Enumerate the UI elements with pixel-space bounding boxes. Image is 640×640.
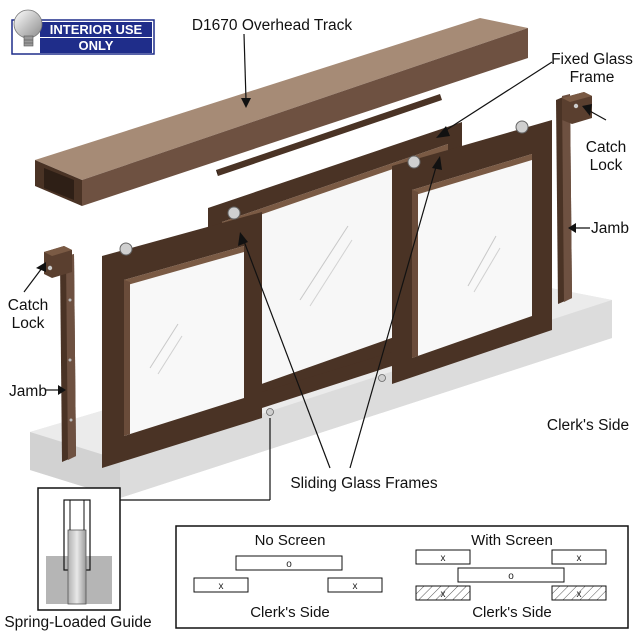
label-overhead-track: D1670 Overhead Track (192, 17, 353, 34)
catch-lock-left (44, 246, 72, 278)
overhead-track (35, 18, 528, 206)
roller-icon (407, 155, 421, 169)
sliding-frame-left (102, 206, 262, 468)
roller-icon (119, 242, 133, 256)
sliding-frame-right (392, 120, 552, 384)
bottom-sill-track (262, 352, 392, 416)
guide-bar (216, 94, 442, 176)
with-screen-bottom-left-mark: x (441, 589, 446, 600)
screen-hatch-left (415, 585, 471, 601)
badge-line1: INTERIOR USE (50, 22, 143, 37)
label-spring-loaded-guide: Spring-Loaded Guide (4, 614, 151, 631)
screen-hatch-right (551, 585, 607, 601)
label-catch-lock-left-line2: Lock (12, 315, 45, 332)
interior-use-badge: INTERIOR USE ONLY (11, 9, 155, 55)
label-clerks-side: Clerk's Side (547, 417, 629, 434)
legend-with-screen: With Screen x x o x x Clerk's Side (415, 532, 607, 621)
jamb-right (556, 94, 572, 304)
legend-no-screen: No Screen o x x Clerk's Side (193, 532, 383, 621)
roller-icon (227, 206, 241, 220)
label-fixed-glass-frame-line2: Frame (570, 69, 615, 86)
with-screen-bottom-right-mark: x (577, 589, 582, 600)
with-screen-title: With Screen (471, 532, 553, 549)
no-screen-left-mark: x (219, 581, 224, 592)
label-jamb-left: Jamb (9, 383, 47, 400)
label-sliding-glass-frames: Sliding Glass Frames (290, 475, 438, 492)
with-screen-top-right-mark: x (577, 553, 582, 564)
roller-icon (515, 120, 529, 134)
with-screen-center-mark: o (508, 571, 514, 582)
catch-lock-right (562, 92, 592, 124)
callout-lines (23, 33, 607, 501)
label-catch-lock-right-line2: Lock (590, 157, 623, 174)
label-catch-lock-right-line1: Catch (586, 139, 627, 156)
screen-configuration-legend: No Screen o x x Clerk's Side With Screen… (175, 525, 629, 629)
no-screen-title: No Screen (255, 532, 326, 549)
with-screen-top-left-mark: x (441, 553, 446, 564)
with-screen-clerks-side: Clerk's Side (472, 604, 552, 621)
label-catch-lock-left-line1: Catch (8, 297, 49, 314)
jamb-left (60, 254, 76, 462)
light-bulb-icon (13, 9, 43, 47)
spring-loaded-guide-inset (37, 487, 121, 611)
badge-line2: ONLY (79, 38, 114, 53)
no-screen-clerks-side: Clerk's Side (250, 604, 330, 621)
no-screen-center-mark: o (286, 559, 292, 570)
no-screen-right-mark: x (353, 581, 358, 592)
label-jamb-right: Jamb (591, 220, 629, 237)
label-fixed-glass-frame-line1: Fixed Glass (551, 51, 633, 68)
